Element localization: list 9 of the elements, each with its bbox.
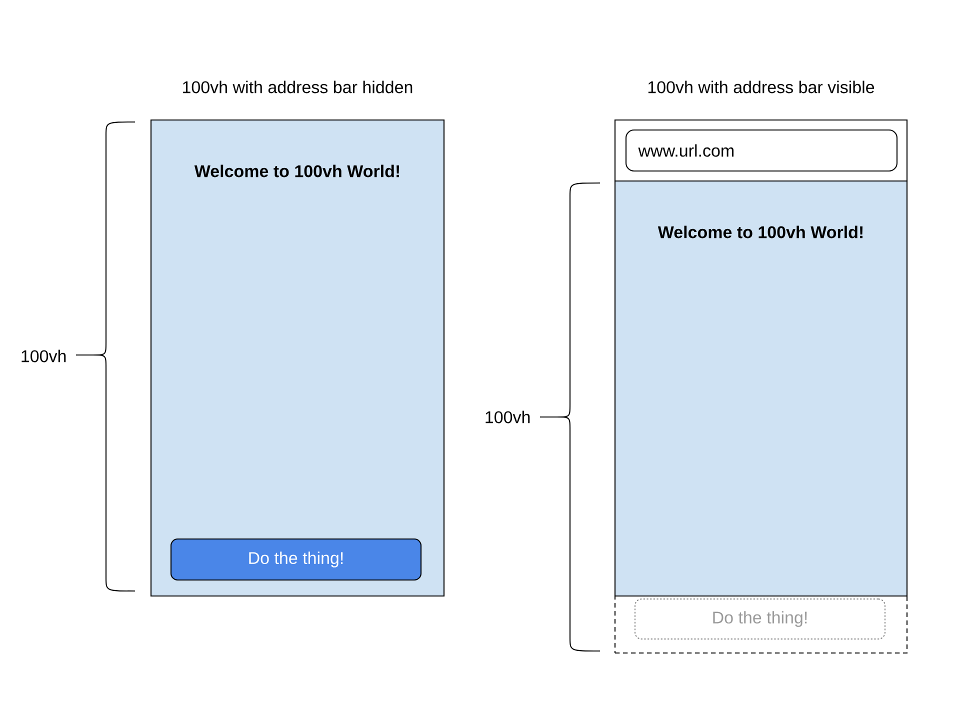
dimension-label: 100vh [22,350,66,362]
panel-title: 100vh with address bar hidden [183,80,412,94]
offscreen-area [614,595,908,654]
dimension-label: 100vh [486,410,530,424]
button-outline: Do the thing! [634,598,886,640]
phone-screen: Welcome to 100vh World! [614,180,908,597]
panel-title: 100vh with address bar visible [648,80,874,94]
button: Do the thing! [170,538,422,581]
url-field: www.url.com [625,129,898,172]
